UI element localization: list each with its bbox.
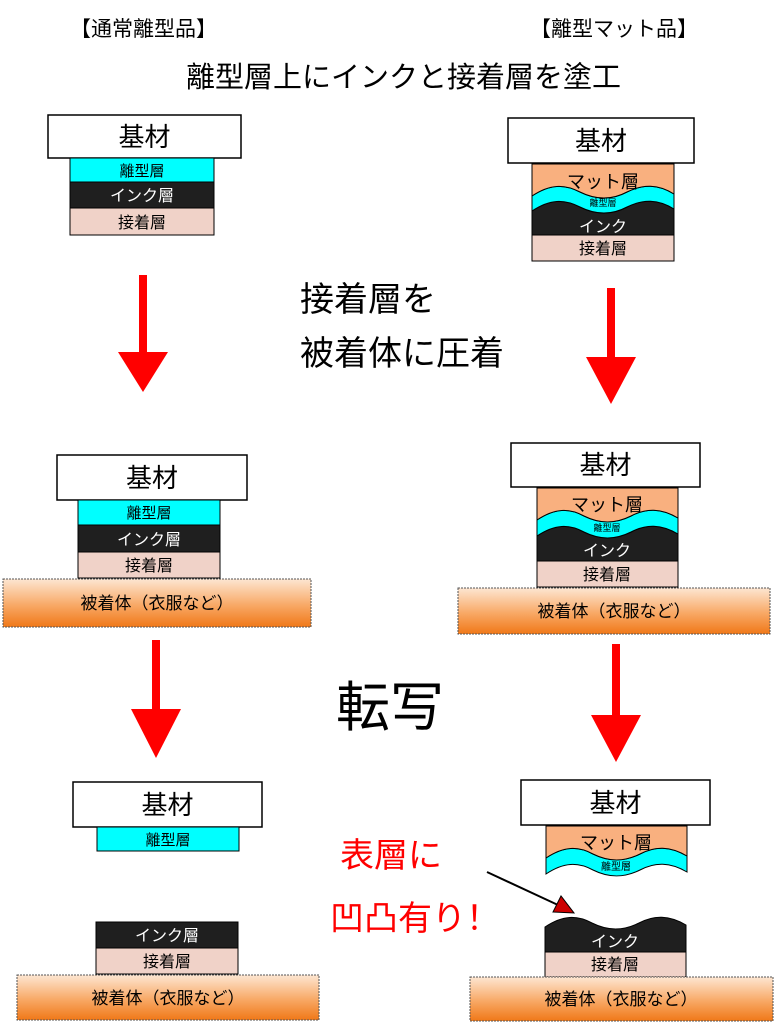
substrate-layer: [16, 974, 320, 1021]
adhesive-layer-label: 接着層: [591, 955, 639, 974]
matte-layer-label: マット層: [571, 495, 643, 516]
adhesive-layer: [77, 551, 221, 579]
release-layer-label: 離型層: [119, 162, 164, 180]
adhesive-layer-label: 接着層: [143, 952, 191, 971]
substrate-layer-label: 被着体（衣服など）: [92, 989, 245, 1009]
release-layer-label: 離型層: [593, 522, 620, 534]
matte-stage1-stack: 基材 接着層 インク 離型層 マット層: [507, 117, 695, 262]
matte-stage2-stack: 基材 接着層 インク 離型層 マット層 被着体（衣服など）: [457, 442, 771, 635]
press-step-label-line2: 被着体に圧着: [300, 334, 504, 374]
base-layer-label: 基材: [141, 791, 193, 821]
base-layer-label: 基材: [589, 789, 641, 819]
ink-layer-label: インク: [579, 217, 627, 236]
base-layer: [56, 454, 248, 501]
adhesive-layer: [95, 947, 239, 975]
adhesive-layer-label: 接着層: [579, 239, 627, 258]
ink-layer-label: インク層: [135, 926, 199, 945]
matte-layer: [545, 825, 688, 861]
substrate-layer-label: 被着体（衣服など）: [545, 990, 698, 1010]
base-layer-label: 基材: [126, 464, 178, 494]
matte-product-header: 【離型マット品】: [530, 17, 698, 41]
release-layer: [77, 499, 221, 526]
normal-stage2-stack: 基材 離型層 インク層 接着層 被着体（衣服など）: [2, 454, 312, 628]
adhesive-layer: [531, 234, 675, 262]
substrate-layer-label: 被着体（衣服など）: [538, 602, 691, 622]
ink-layer: [95, 921, 239, 949]
substrate-layer: [457, 587, 771, 635]
base-layer: [47, 114, 242, 159]
release-layer: [69, 157, 215, 183]
substrate-layer: [2, 578, 312, 628]
adhesive-layer-label: 接着層: [125, 556, 173, 575]
down-arrow-right-1: [586, 288, 636, 404]
release-layer-label: 離型層: [145, 831, 190, 849]
matte-layer: [531, 163, 675, 199]
down-arrow-left-2: [131, 640, 181, 758]
matte-layer-label: マット層: [580, 833, 652, 854]
release-layer: [96, 826, 240, 852]
normal-product-header: 【通常離型品】: [70, 17, 217, 41]
adhesive-layer: [536, 560, 679, 588]
ink-layer-label: インク: [583, 541, 631, 560]
press-step-label-line1: 接着層を: [300, 280, 436, 320]
adhesive-layer-label: 接着層: [118, 213, 166, 232]
substrate-layer-label: 被着体（衣服など）: [81, 594, 234, 614]
adhesive-layer: [544, 951, 687, 978]
substrate-layer: [469, 976, 774, 1022]
ink-layer-label: インク層: [110, 186, 174, 205]
callout-arrow: [486, 871, 576, 914]
normal-stage3-lower: インク層 接着層 被着体（衣服など）: [16, 921, 320, 1021]
coating-step-title: 離型層上にインクと接着層を塗工: [186, 60, 621, 94]
down-arrow-right-2: [591, 644, 641, 762]
base-layer: [72, 781, 263, 828]
base-layer: [507, 117, 695, 164]
release-layer-label: 離型層: [589, 197, 616, 209]
matte-stage3-lower: インク 接着層 被着体（衣服など）: [469, 916, 774, 1022]
ink-layer-label: インク層: [117, 530, 181, 549]
down-arrow-left-1: [118, 275, 168, 392]
adhesive-layer-label: 接着層: [583, 565, 631, 584]
normal-stage1-stack: 基材 離型層 インク層 接着層: [47, 114, 242, 236]
callout-text-line1: 表層に: [340, 836, 442, 876]
base-layer-label: 基材: [575, 127, 627, 157]
ink-layer: [77, 524, 221, 553]
matte-layer-label: マット層: [567, 172, 639, 193]
ink-layer-label: インク: [591, 932, 639, 951]
matte-stage3-upper: 基材 離型層 マット層: [520, 779, 711, 877]
transfer-step-label: 転写: [336, 676, 444, 739]
matte-layer: [536, 487, 679, 523]
base-layer: [510, 442, 701, 488]
normal-stage3-upper: 基材 離型層: [72, 781, 263, 852]
base-layer-label: 基材: [118, 123, 170, 153]
adhesive-layer: [69, 207, 215, 236]
release-layer-label: 離型層: [126, 504, 171, 522]
base-layer: [520, 779, 711, 826]
ink-layer: [544, 916, 687, 953]
callout-text-line2: 凹凸有り！: [330, 899, 500, 939]
release-layer-label: 離型層: [601, 860, 631, 873]
base-layer-label: 基材: [579, 451, 631, 481]
